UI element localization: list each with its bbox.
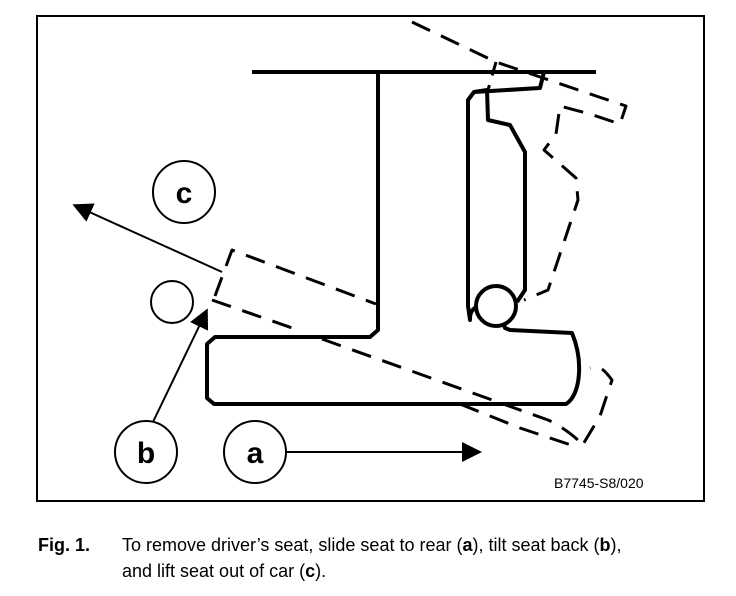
seat-back-dashed-inner <box>486 61 498 91</box>
caption-ref-c: c <box>305 561 316 581</box>
figure-reference: B7745-S8/020 <box>554 475 644 491</box>
seat-back-dashed <box>411 20 628 302</box>
label-b-text: b <box>137 437 155 470</box>
label-a-text: a <box>247 437 264 470</box>
seat-back-solid <box>486 72 548 290</box>
caption-fig-number: Fig. 1. <box>38 535 91 555</box>
pivot-circle <box>474 284 518 328</box>
caption-text: ), <box>610 535 622 555</box>
label-c: c <box>152 160 216 224</box>
seat-outline-dashed-cushion <box>211 248 614 448</box>
caption-text: and lift seat out of car ( <box>122 561 306 581</box>
caption-text: ). <box>315 561 327 581</box>
caption-line-2: and lift seat out of car (c). <box>122 558 326 584</box>
marker-circle <box>150 280 194 324</box>
label-b: b <box>114 420 178 484</box>
seat-lower-dashed <box>459 402 581 450</box>
seat-outline-solid <box>205 71 582 406</box>
caption-ref-b: b <box>599 535 611 555</box>
caption-text: ), tilt seat back ( <box>472 535 600 555</box>
arrow-b-tilt <box>151 308 209 425</box>
diagram-frame <box>36 15 705 502</box>
arrow-c-lift <box>72 203 223 273</box>
caption-text: To remove driver’s seat, slide seat to r… <box>122 535 463 555</box>
label-c-text: c <box>176 177 193 210</box>
caption-ref-a: a <box>462 535 473 555</box>
seat-removal-diagram: c b a B7745-S8/020 <box>36 15 705 502</box>
label-a: a <box>223 420 287 484</box>
caption-line-1: To remove driver’s seat, slide seat to r… <box>122 532 622 558</box>
